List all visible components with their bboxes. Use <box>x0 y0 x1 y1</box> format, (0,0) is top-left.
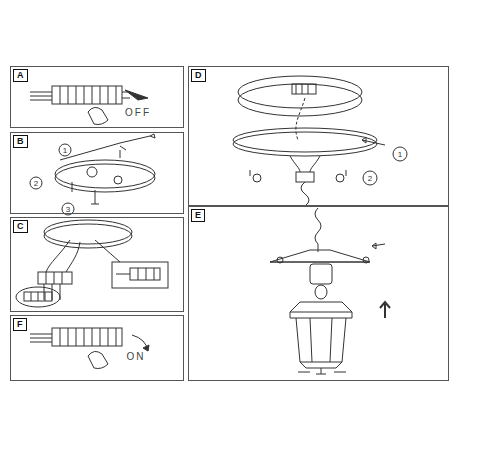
step-letter: C <box>13 220 28 233</box>
ceiling-plate-canopy <box>233 76 407 206</box>
callout-number: 1 <box>63 146 67 155</box>
callout-number: 2 <box>368 174 372 183</box>
step-letter: D <box>191 69 206 82</box>
step-panel: F <box>10 315 184 381</box>
step-panel: A <box>10 66 184 128</box>
step-letter: B <box>13 135 28 148</box>
switch-state: ON <box>127 352 146 361</box>
terminal-block-off <box>30 86 148 125</box>
base-plate-wiring <box>16 220 168 307</box>
callout-number: 2 <box>34 179 38 188</box>
step-panel: B <box>10 132 184 214</box>
step-letter: E <box>191 209 205 222</box>
step-panel: D <box>188 66 449 206</box>
lantern-assembly <box>270 208 390 374</box>
step-panel: C <box>10 217 184 312</box>
step-panel: E <box>188 206 449 381</box>
step-letter: F <box>13 318 27 331</box>
callout-number: 3 <box>66 205 70 214</box>
switch-state: OFF <box>125 108 151 117</box>
step-letter: A <box>13 69 28 82</box>
callout-number: 1 <box>398 150 402 159</box>
base-plate-screwdriver <box>30 134 155 215</box>
terminal-block-on <box>30 328 149 369</box>
